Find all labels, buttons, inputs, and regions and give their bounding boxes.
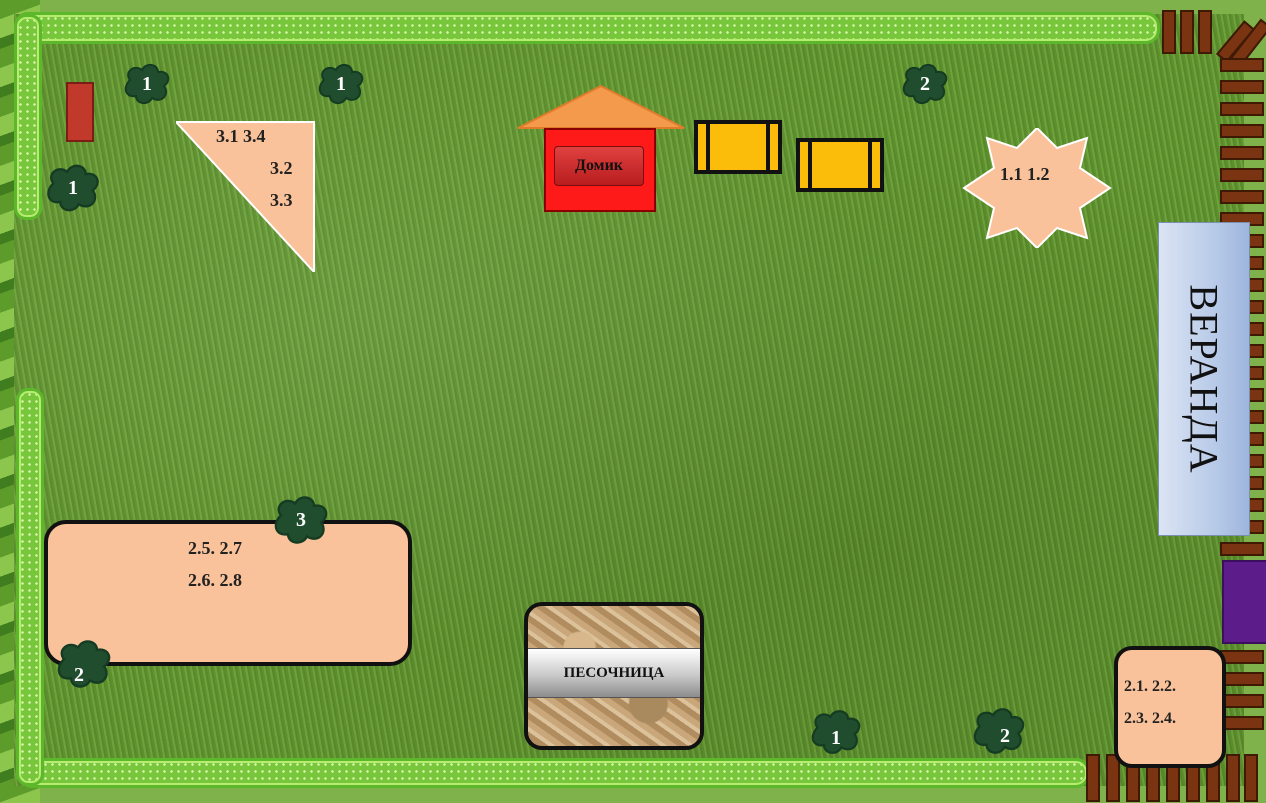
bottom-border [18, 758, 1090, 788]
left-border-bottom [16, 388, 44, 786]
bench-icon [796, 138, 884, 192]
star-zone: 1.1 1.2 [962, 128, 1112, 248]
top-border [14, 12, 1160, 44]
bush-icon: 2 [900, 62, 950, 106]
bush-icon: 1 [44, 162, 102, 214]
bench-icon [694, 120, 782, 174]
house-body: Домик [544, 128, 656, 212]
bush-icon: 1 [316, 62, 366, 106]
triangle-label-2: 3.2 [270, 158, 293, 179]
star-label: 1.1 1.2 [1000, 164, 1050, 185]
sandbox-label: ПЕСОЧНИЦА [524, 648, 704, 698]
corner-zone-label-1: 2.1. 2.2. [1124, 678, 1176, 696]
house-roof-icon [516, 84, 686, 132]
bush-icon: 1 [122, 62, 172, 106]
left-zone-label-2: 2.6. 2.8 [188, 570, 242, 591]
bush-icon: 2 [968, 706, 1030, 756]
bush-icon: 3 [268, 494, 334, 546]
veranda-label: ВЕРАНДА [1181, 284, 1228, 473]
triangle-zone: 3.1 3.4 3.2 3.3 [176, 120, 316, 272]
veranda: ВЕРАНДА [1158, 222, 1250, 536]
star-icon [962, 128, 1112, 248]
house: Домик [516, 84, 686, 214]
purple-block [1222, 560, 1266, 644]
corner-zone-label-2: 2.3. 2.4. [1124, 710, 1176, 728]
house-label: Домик [554, 146, 644, 186]
red-bin [66, 82, 94, 142]
corner-zone: 2.1. 2.2. 2.3. 2.4. [1114, 646, 1226, 768]
triangle-label-1: 3.1 3.4 [216, 126, 266, 147]
left-border-top [14, 14, 42, 220]
bush-icon: 2 [52, 638, 116, 690]
left-zone-label-1: 2.5. 2.7 [188, 538, 242, 559]
sandbox: ПЕСОЧНИЦА [524, 602, 704, 750]
triangle-label-3: 3.3 [270, 190, 293, 211]
bush-icon: 1 [808, 708, 864, 756]
